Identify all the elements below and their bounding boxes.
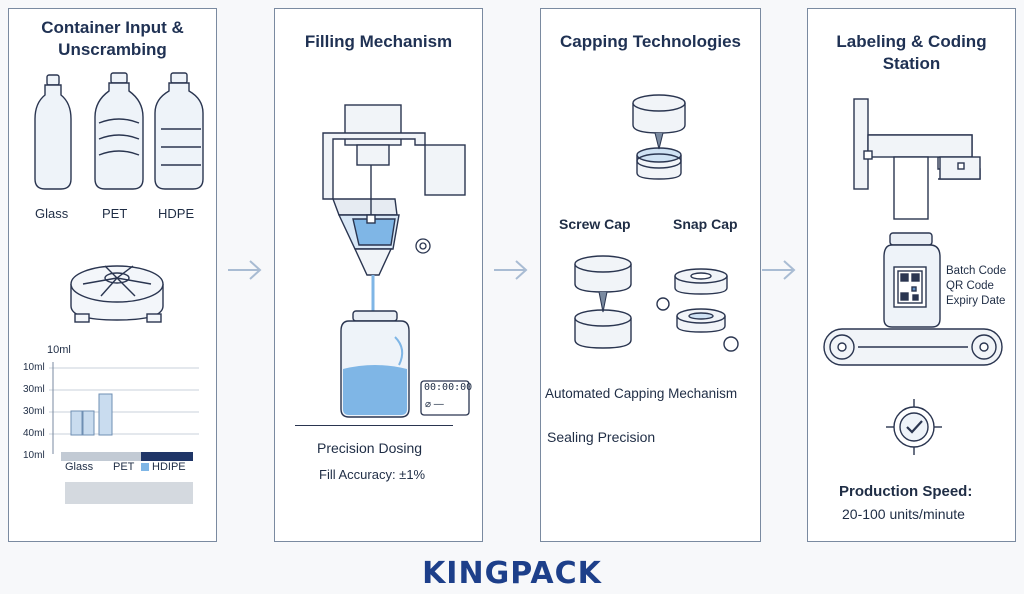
bottle-label-glass: Glass bbox=[35, 206, 69, 221]
brand-logo: KINGPACK bbox=[422, 556, 602, 591]
automated-capping-label: Automated Capping Mechanism bbox=[545, 386, 738, 401]
panel-title-line2: Station bbox=[882, 54, 941, 73]
divider bbox=[295, 425, 453, 426]
arrow-right-icon bbox=[494, 260, 528, 280]
panel-title: Capping Technologies bbox=[559, 32, 742, 51]
code-label-batch: Batch Code bbox=[946, 265, 1007, 277]
snap-cap-label: Snap Cap bbox=[673, 216, 738, 232]
chart-y-tick: 30ml bbox=[23, 384, 45, 395]
sealing-precision-label: Sealing Precision bbox=[547, 429, 656, 445]
chart-y-tick: 10ml bbox=[23, 450, 45, 461]
fill-accuracy-label: Fill Accuracy: ±1% bbox=[319, 467, 426, 482]
panel-title: Filling Mechanism bbox=[304, 32, 453, 51]
chart-legend-glass: Glass bbox=[65, 461, 94, 473]
chart-legend-swatch bbox=[141, 463, 149, 471]
production-speed-value: 20-100 units/minute bbox=[842, 506, 965, 522]
timer-display: 00:00:00 bbox=[424, 382, 473, 393]
chart-y-tick: 30ml bbox=[23, 406, 45, 417]
filling-machine-illustration bbox=[322, 104, 470, 418]
timer-sub: ⌀ — bbox=[425, 399, 444, 410]
arrow-right-icon bbox=[228, 260, 262, 280]
chart-bar-pet bbox=[98, 393, 113, 436]
speed-check-icon bbox=[886, 399, 942, 455]
capping-heads-illustration bbox=[574, 255, 739, 352]
chart-bar-glass-2 bbox=[82, 410, 95, 436]
chart-baseline-bar bbox=[61, 452, 141, 461]
chart-baseline-bar-dark bbox=[141, 452, 193, 461]
chart-y-tick: 10ml bbox=[23, 362, 45, 373]
precision-dosing-label: Precision Dosing bbox=[317, 440, 423, 456]
chart-y-tick: 40ml bbox=[23, 428, 45, 439]
code-label-qr: QR Code bbox=[946, 280, 994, 292]
screw-cap-label: Screw Cap bbox=[559, 216, 631, 232]
panel-labeling: Labeling & Coding Station bbox=[807, 8, 1016, 542]
labeler-illustration bbox=[853, 98, 981, 220]
panel-container-input: Container Input & Unscrambing Glass PET … bbox=[8, 8, 217, 542]
bottles-illustration bbox=[34, 72, 204, 190]
chart-footer-bar bbox=[65, 482, 193, 504]
chart-legend-pet: PET bbox=[113, 461, 135, 473]
unscrambler-table-illustration bbox=[70, 265, 164, 323]
panel-title-line1: Labeling & Coding bbox=[836, 32, 987, 51]
chart-bar-glass bbox=[70, 410, 83, 436]
chart-top-label: 10ml bbox=[47, 344, 71, 356]
bottle-label-pet: PET bbox=[102, 206, 128, 221]
panel-title-line1: Container Input & bbox=[41, 18, 184, 37]
code-label-expiry: Expiry Date bbox=[946, 295, 1006, 307]
screw-cap-top-illustration bbox=[632, 94, 686, 180]
panel-title-line2: Unscrambing bbox=[58, 40, 167, 59]
labeled-jar-illustration bbox=[823, 232, 1003, 366]
mini-bar-chart bbox=[49, 362, 199, 461]
bottle-label-hdpe: HDPE bbox=[158, 206, 195, 221]
chart-legend-hdipe: HDIPE bbox=[152, 461, 186, 473]
production-speed-label: Production Speed: bbox=[839, 483, 973, 500]
panel-capping: Capping Technologies Screw Cap Snap Cap bbox=[540, 8, 761, 542]
panel-filling: Filling Mechanism 00:00:00 ⌀ — Precision bbox=[274, 8, 483, 542]
arrow-right-icon bbox=[762, 260, 796, 280]
